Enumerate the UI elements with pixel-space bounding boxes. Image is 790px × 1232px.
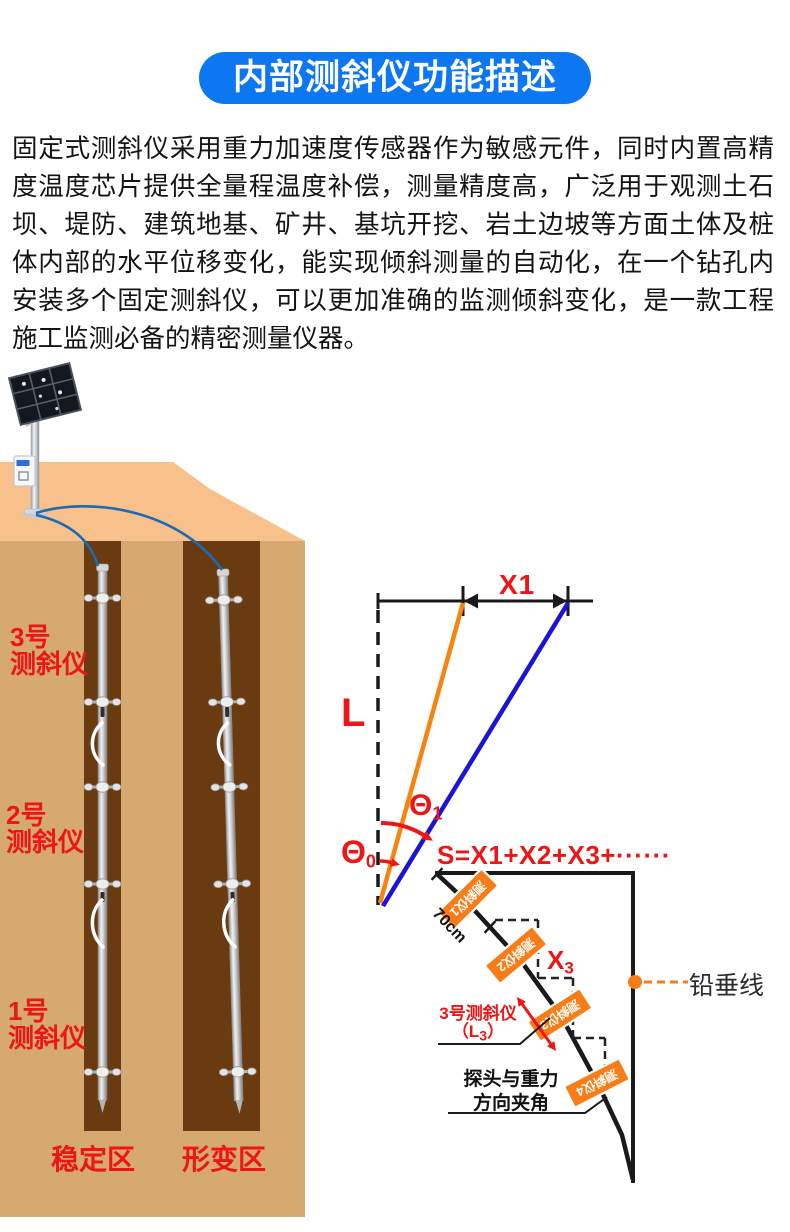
ground-scene (0, 362, 305, 1217)
sensor-box-3: 测斜仪3 (527, 987, 593, 1043)
l3-extent-arrow (517, 997, 556, 1051)
ground-block (0, 462, 305, 1217)
inclinometer-string-stable (82, 563, 123, 1113)
solar-panel (7, 362, 83, 426)
probe-angle-leader-line (448, 1096, 608, 1114)
theta1-arc (380, 821, 425, 837)
theta0-arc (379, 859, 392, 865)
signal-cables (35, 504, 224, 571)
sensor-box-2: 测斜仪2 (484, 925, 548, 985)
l3-leader-line (438, 1017, 551, 1045)
initial-axis-line (377, 602, 466, 904)
label-stable-zone: 稳定区 (51, 1144, 136, 1175)
page-title: 内部测斜仪功能描述 (198, 52, 592, 104)
sum-formula: S=X1+X2+X3+······ (437, 840, 671, 870)
displacement-geometry (376, 586, 593, 908)
label-inclinometer-2: 2号测斜仪 (6, 800, 85, 857)
sensor-box-1: 测斜仪1 (437, 868, 499, 930)
datalogger-box (13, 455, 36, 487)
measurement-diagram: 测斜仪1 测斜仪2 测斜仪3 测斜仪4 70cm (376, 586, 688, 1183)
label-inclinometer-1: 1号测斜仪 (8, 996, 87, 1053)
label-deformation-zone: 形变区 (182, 1144, 267, 1175)
theta1-label: Θ1 (409, 789, 443, 824)
l3-label: 3号测斜仪 （L3） (439, 1004, 517, 1045)
solar-station (7, 362, 83, 519)
label-inclinometer-3: 3号测斜仪 (10, 622, 89, 679)
x1-label: X1 (499, 569, 536, 600)
sensor-box-4: 测斜仪4 (563, 1057, 631, 1109)
tilted-axis-line (381, 601, 570, 908)
x3-label: X3 (547, 945, 574, 978)
plumb-line-label: 铅垂线 (689, 972, 765, 1000)
description-paragraph: 固定式测斜仪采用重力加速度传感器作为敏感元件，同时内置高精度温度芯片提供全量程温… (12, 135, 774, 353)
theta0-label: Θ0 (341, 834, 376, 872)
length-label: L (341, 691, 366, 735)
probe-angle-label: 探头与重力方向夹角 (463, 1069, 559, 1114)
plumb-line-dot (628, 975, 642, 989)
